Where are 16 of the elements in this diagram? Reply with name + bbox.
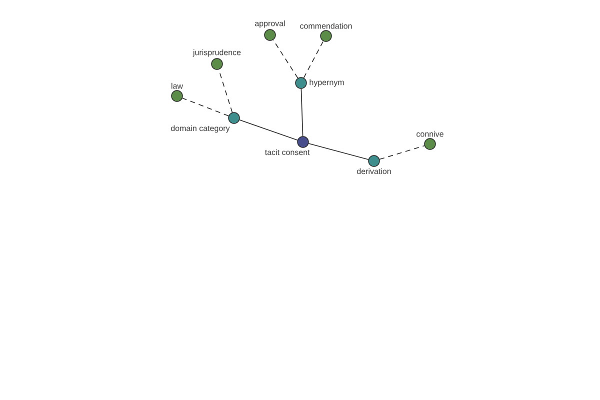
node-label: domain category bbox=[171, 125, 230, 133]
node-label: jurisprudence bbox=[192, 49, 241, 57]
node-label: commendation bbox=[300, 22, 352, 29]
connector-line bbox=[300, 88, 304, 137]
connector-line bbox=[272, 40, 298, 78]
connector-line bbox=[308, 143, 369, 160]
connector-line bbox=[379, 145, 425, 160]
node-label: law bbox=[172, 82, 184, 89]
node-label: derivation bbox=[357, 168, 391, 174]
node-label: hypernym bbox=[310, 79, 344, 87]
node-label: connive bbox=[416, 130, 444, 137]
node-label: tacit consent bbox=[265, 149, 310, 156]
connector-line bbox=[303, 40, 324, 78]
connector-line bbox=[239, 120, 298, 140]
node-label: approval bbox=[255, 20, 285, 28]
connector-line bbox=[182, 98, 229, 116]
